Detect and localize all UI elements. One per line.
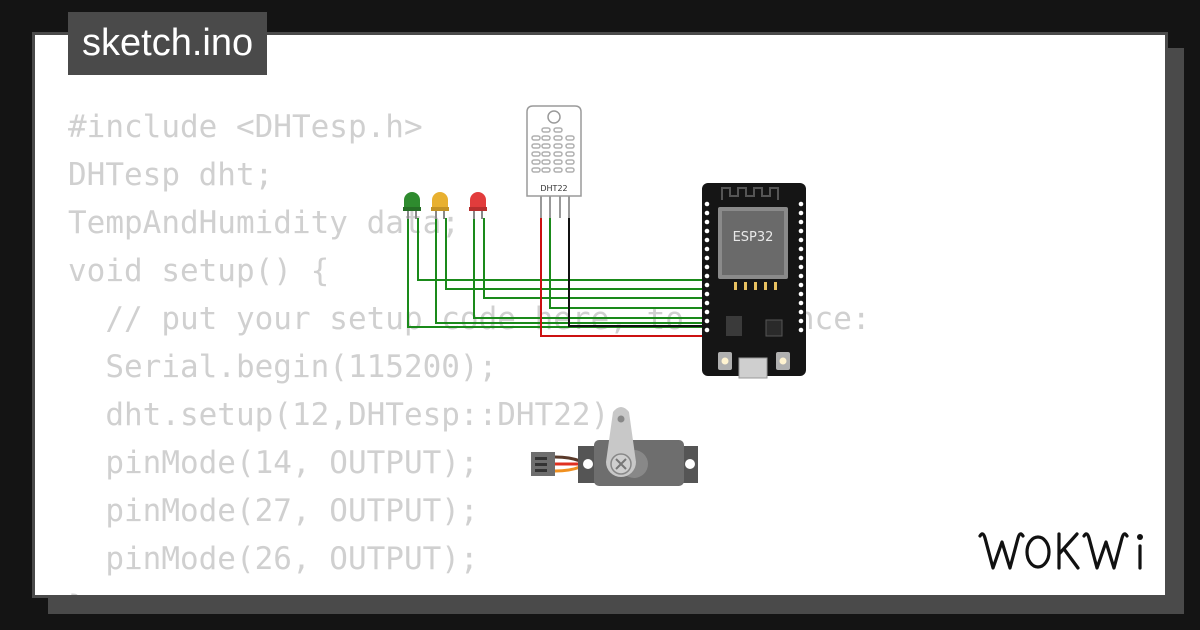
- usb-port: [738, 357, 768, 379]
- antenna-trace: [721, 187, 779, 200]
- servo-wire-brown: [554, 455, 581, 463]
- code-line-11: }: [68, 583, 871, 595]
- wire-dht-gnd: [568, 196, 708, 327]
- code-line-6: Serial.begin(115200);: [68, 349, 498, 385]
- sketch-filename-tab: sketch.ino: [68, 12, 268, 75]
- usb-chip: [765, 319, 783, 337]
- wire-led-yellow-signal: [445, 218, 708, 290]
- sensor-grille: [531, 127, 575, 173]
- code-line-4: void setup() {: [68, 253, 330, 289]
- wire-dht-vcc: [540, 196, 708, 337]
- led-green: [403, 192, 421, 219]
- wire-led-yellow-gnd: [435, 218, 708, 324]
- wire-dht-data: [549, 196, 708, 309]
- module-pads: [734, 282, 777, 290]
- code-line-9: pinMode(27, OUTPUT);: [68, 493, 479, 529]
- code-line-10: pinMode(26, OUTPUT);: [68, 541, 479, 577]
- project-card: #include <DHTesp.h>DHTesp dht;TempAndHum…: [32, 32, 1168, 598]
- dht22-label: DHT22: [540, 184, 567, 193]
- voltage-regulator: [726, 316, 742, 336]
- wire-led-red-gnd: [473, 218, 708, 319]
- left-pins: [704, 201, 710, 333]
- led-red: [469, 192, 487, 219]
- wokwi-logo: [978, 532, 1143, 570]
- led-yellow: [431, 192, 449, 219]
- code-line-8: pinMode(14, OUTPUT);: [68, 445, 479, 481]
- right-pins: [798, 201, 804, 333]
- wire-led-green-gnd: [407, 218, 708, 328]
- esp32-label: ESP32: [733, 230, 774, 245]
- servo-motor: [531, 407, 698, 486]
- wire-led-green-signal: [417, 218, 708, 281]
- dht22-sensor: DHT22: [526, 105, 582, 218]
- code-line-1: #include <DHTesp.h>: [68, 109, 423, 145]
- wires: [407, 196, 708, 337]
- code-line-2: DHTesp dht;: [68, 157, 274, 193]
- wire-led-red-signal: [483, 218, 708, 299]
- esp32-board: ESP32: [702, 183, 806, 379]
- code-line-7: dht.setup(12,DHTesp::DHT22);: [68, 397, 628, 433]
- servo-wire-orange: [554, 465, 581, 473]
- code-preview: #include <DHTesp.h>DHTesp dht;TempAndHum…: [68, 103, 871, 595]
